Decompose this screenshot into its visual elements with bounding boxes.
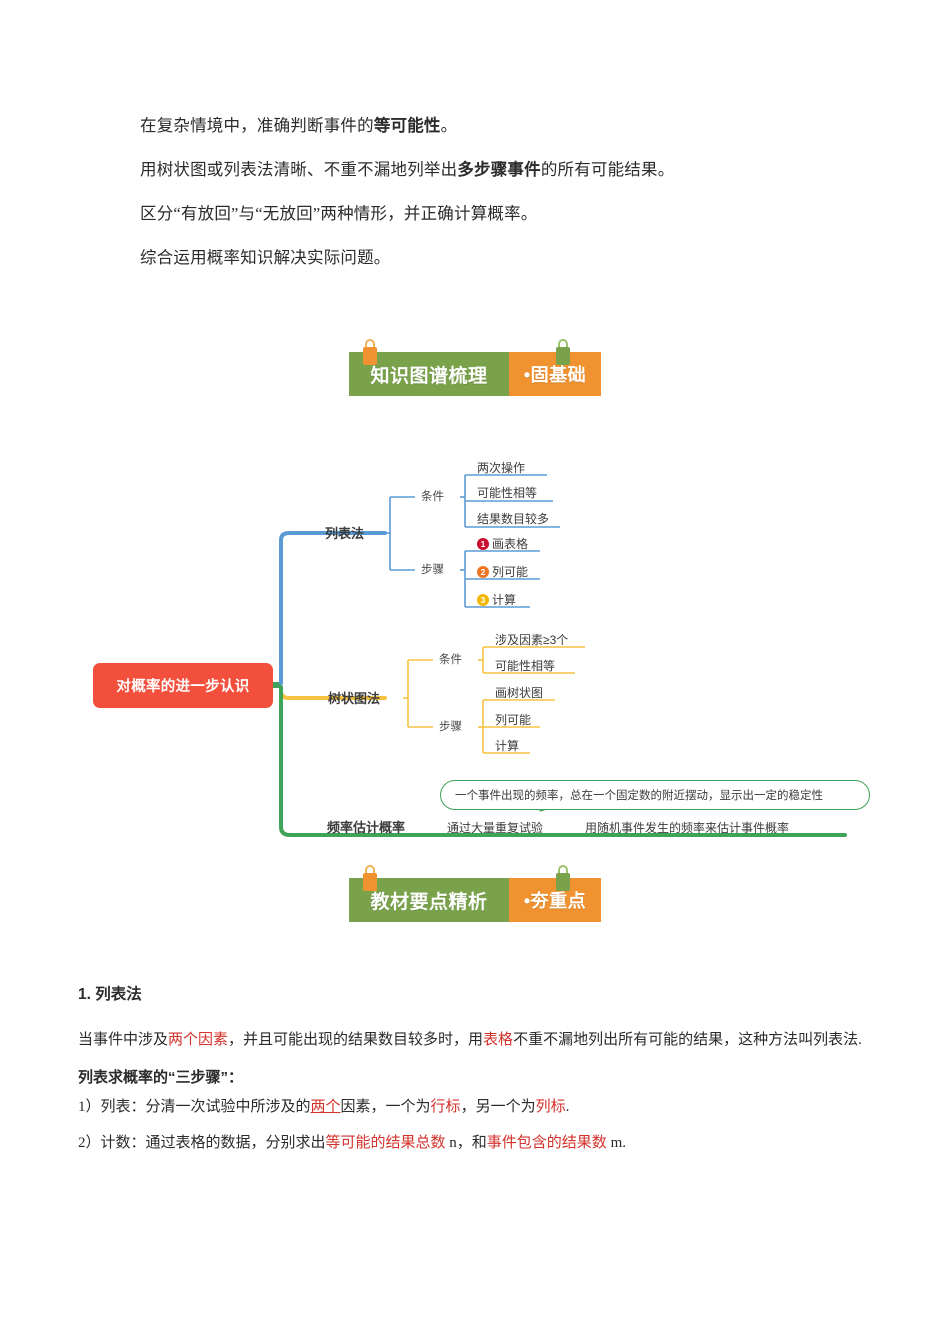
- objective-2-pre: 用树状图或列表法清晰、不重不漏地列举出: [140, 160, 458, 179]
- mindmap-leaf-label: 计算: [492, 593, 517, 607]
- steps-heading: 列表求概率的“三步骤”：: [78, 1069, 244, 1086]
- objective-2-post: 的所有可能结果。: [540, 160, 675, 179]
- step-number-badge-3: 3: [477, 594, 489, 606]
- banner-green-label: 知识图谱梳理: [370, 365, 488, 387]
- step-number-badge-1: 1: [477, 538, 489, 550]
- mindmap-leaf: 两次操作: [477, 461, 526, 475]
- mindmap-leaf-label: 列可能: [492, 565, 529, 579]
- definition-paragraph: 当事件中涉及两个因素，并且可能出现的结果数目较多时，用表格不重不漏地列出所有可能…: [78, 1022, 878, 1058]
- mindmap-leaf: 可能性相等: [495, 659, 556, 673]
- definition-part-1: 当事件中涉及: [78, 1032, 169, 1048]
- banner-orange-label: •夯重点: [523, 891, 587, 911]
- section-body: 1. 列表法 当事件中涉及两个因素，并且可能出现的结果数目较多时，用表格不重不漏…: [78, 982, 878, 1161]
- step1-part-1: 1）列表：分清一次试验中所涉及的: [78, 1099, 311, 1115]
- mindmap-root-node: 对概率的进一步认识: [93, 663, 273, 708]
- objective-line: 在复杂情境中，准确判断事件的等可能性。: [140, 104, 840, 148]
- step2-part-2: n，和: [445, 1135, 487, 1151]
- objective-line: 综合运用概率知识解决实际问题。: [140, 236, 840, 280]
- step1-highlight-3: 列标: [535, 1099, 566, 1115]
- mindmap-leaf-label: 画表格: [492, 537, 529, 551]
- mindmap-leaf: 通过大量重复试验: [447, 821, 544, 835]
- banner-green-panel: 知识图谱梳理: [349, 352, 509, 396]
- step-2-paragraph: 2）计数：通过表格的数据，分别求出等可能的结果总数 n，和事件包含的结果数 m.: [78, 1125, 878, 1161]
- objective-1-bold: 等可能性: [373, 116, 441, 135]
- binder-clip-icon: [361, 865, 379, 891]
- mindmap-leaf: 画树状图: [495, 686, 544, 700]
- banner-orange-label: •固基础: [523, 365, 587, 385]
- step2-part-3: m.: [606, 1135, 626, 1151]
- binder-clip-icon: [361, 339, 379, 365]
- mindmap-branch-pinlvgujigailv: 频率估计概率: [327, 820, 406, 835]
- banner-textbook-analysis: 教材要点精析 •夯重点: [349, 865, 601, 922]
- step2-part-1: 2）计数：通过表格的数据，分别求出: [78, 1135, 326, 1151]
- mindmap-group-steps: 步骤: [421, 564, 444, 576]
- mindmap-group-condition: 条件: [421, 491, 444, 503]
- step2-highlight-1: 等可能的结果总数: [325, 1135, 446, 1151]
- banner-green-panel: 教材要点精析: [349, 878, 509, 922]
- step1-part-3: ，另一个为: [460, 1099, 536, 1115]
- section-heading: 1. 列表法: [78, 986, 142, 1003]
- banner-orange-panel: •固基础: [509, 352, 601, 396]
- objectives-list: 在复杂情境中，准确判断事件的等可能性。 用树状图或列表法清晰、不重不漏地列举出多…: [140, 104, 840, 280]
- mindmap-leaf: 列可能: [495, 713, 532, 727]
- mindmap-leaf: 可能性相等: [477, 486, 538, 500]
- banner-orange-panel: •夯重点: [509, 878, 601, 922]
- definition-part-2: ，并且可能出现的结果数目较多时，用: [228, 1032, 484, 1048]
- step2-highlight-2: 事件包含的结果数: [486, 1135, 607, 1151]
- mindmap-branch-shuzhuangtufa: 树状图法: [328, 691, 381, 706]
- objective-1-pre: 在复杂情境中，准确判断事件的: [140, 116, 374, 135]
- definition-highlight-2: 表格: [483, 1032, 514, 1048]
- definition-highlight-1: 两个因素: [168, 1032, 229, 1048]
- mindmap-leaf: 计算: [495, 739, 520, 753]
- mindmap-leaf: 用随机事件发生的频率来估计事件概率: [585, 821, 790, 835]
- objective-line: 用树状图或列表法清晰、不重不漏地列举出多步骤事件的所有可能结果。: [140, 148, 840, 192]
- banner-green-label: 教材要点精析: [370, 891, 488, 913]
- mindmap-group-steps: 步骤: [439, 721, 462, 733]
- mindmap-branch-liebiaofa: 列表法: [325, 526, 365, 541]
- mindmap-group-condition: 条件: [439, 654, 462, 666]
- mindmap-leaf: 结果数目较多: [477, 512, 550, 526]
- definition-part-3: 不重不漏地列出所有可能的结果，这种方法叫列表法.: [513, 1032, 862, 1048]
- mindmap-callout-note: 一个事件出现的频率，总在一个固定数的附近摆动，显示出一定的稳定性: [440, 780, 870, 810]
- objective-1-post: 。: [440, 116, 458, 135]
- objective-3-pre: 区分“有放回”与“无放回”两种情形，并正确计算概率。: [140, 204, 538, 223]
- banner-knowledge-map: 知识图谱梳理 •固基础: [349, 339, 601, 396]
- objective-4-pre: 综合运用概率知识解决实际问题。: [140, 248, 391, 267]
- objective-line: 区分“有放回”与“无放回”两种情形，并正确计算概率。: [140, 192, 840, 236]
- step-1-paragraph: 1）列表：分清一次试验中所涉及的两个因素，一个为行标，另一个为列标.: [78, 1089, 878, 1125]
- binder-clip-icon: [554, 865, 572, 891]
- step1-highlight-2: 行标: [430, 1099, 461, 1115]
- step1-part-2: 因素，一个为: [340, 1099, 431, 1115]
- binder-clip-icon: [554, 339, 572, 365]
- step1-part-4: .: [565, 1099, 570, 1115]
- step-number-badge-2: 2: [477, 566, 489, 578]
- objective-2-bold: 多步骤事件: [457, 160, 541, 179]
- step1-highlight-1: 两个: [310, 1099, 341, 1115]
- mindmap-leaf: 涉及因素≥3个: [495, 633, 569, 647]
